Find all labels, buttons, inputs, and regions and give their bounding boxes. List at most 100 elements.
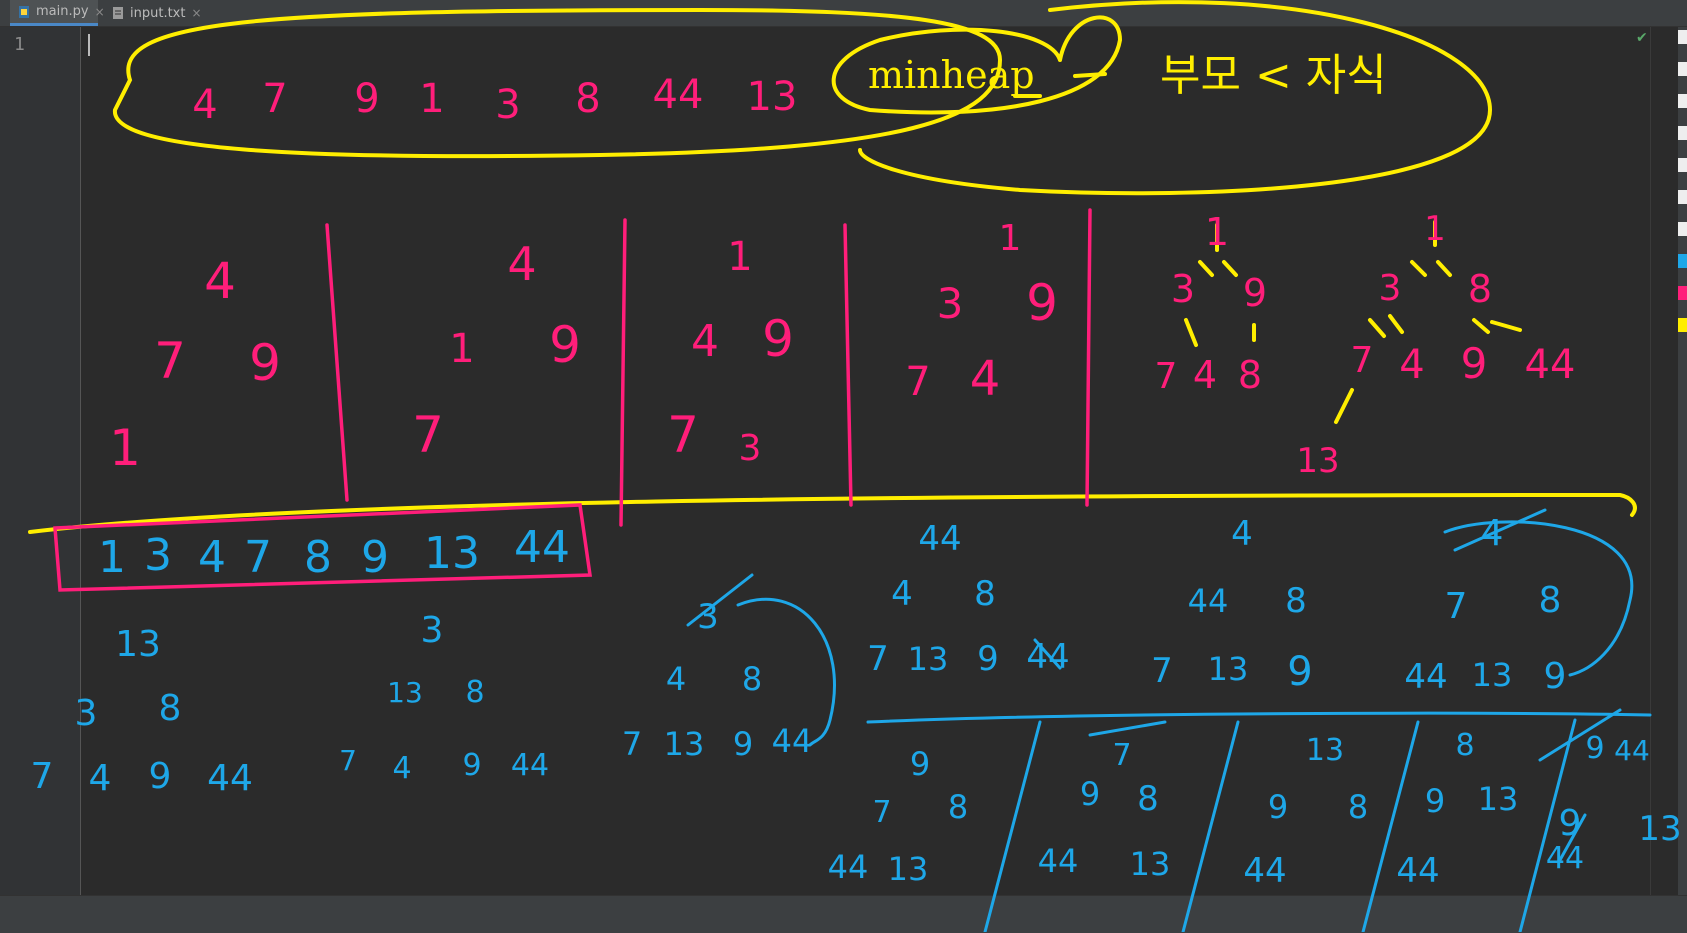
svg-text:13: 13: [908, 640, 949, 678]
svg-text:7: 7: [31, 756, 54, 797]
check-icon: ✔: [1636, 30, 1648, 46]
svg-text:8: 8: [1455, 728, 1474, 763]
undo-icon[interactable]: [1678, 126, 1687, 140]
svg-text:4: 4: [691, 316, 719, 367]
svg-text:9: 9: [249, 334, 281, 392]
svg-text:13: 13: [1638, 809, 1681, 849]
svg-text:44: 44: [1546, 841, 1584, 876]
pen-tool-icon[interactable]: [1678, 30, 1687, 44]
color-swatch-yellow[interactable]: [1678, 318, 1687, 332]
select-tool-icon[interactable]: [1678, 62, 1687, 76]
svg-text:7: 7: [262, 76, 287, 122]
svg-text:7: 7: [905, 359, 930, 405]
svg-text:8: 8: [948, 788, 968, 826]
svg-text:4: 4: [1481, 513, 1504, 554]
svg-text:9: 9: [762, 310, 794, 368]
svg-text:3: 3: [697, 597, 719, 637]
title-minheap: minheap: [868, 53, 1035, 97]
svg-text:44: 44: [1188, 582, 1229, 620]
svg-text:44: 44: [1525, 342, 1576, 388]
svg-text:9: 9: [1425, 782, 1445, 820]
text-caret: [88, 34, 90, 56]
svg-text:9: 9: [1559, 803, 1582, 844]
svg-text:9: 9: [1544, 656, 1567, 697]
close-icon[interactable]: ×: [94, 4, 105, 19]
svg-text:8: 8: [465, 675, 484, 710]
input-oval: [112, 7, 1003, 159]
svg-text:7: 7: [872, 795, 891, 830]
annotation-toolbar: [1678, 27, 1687, 895]
trash-icon[interactable]: [1678, 158, 1687, 172]
svg-text:9: 9: [462, 748, 481, 783]
svg-text:4: 4: [666, 660, 686, 698]
svg-text:7: 7: [1112, 738, 1131, 773]
svg-text:9: 9: [1585, 731, 1604, 766]
svg-text:13: 13: [1130, 845, 1171, 883]
svg-text:9: 9: [549, 316, 581, 374]
color-swatch-pink[interactable]: [1678, 286, 1687, 300]
tab-main-py[interactable]: main.py ×: [10, 0, 105, 26]
big-oval: [858, 0, 1493, 196]
svg-text:3: 3: [739, 428, 762, 469]
line-number: 1: [14, 34, 25, 55]
code-editor[interactable]: [0, 27, 1650, 895]
svg-text:4: 4: [1231, 514, 1253, 554]
tab-label: main.py: [36, 4, 89, 19]
svg-text:7: 7: [244, 532, 272, 583]
svg-text:13: 13: [424, 528, 480, 579]
svg-text:1: 1: [1205, 210, 1229, 254]
svg-text:3: 3: [144, 530, 172, 581]
svg-text:4: 4: [192, 82, 217, 128]
svg-text:9: 9: [354, 76, 379, 122]
svg-text:1: 1: [1424, 209, 1446, 249]
tab-input-txt[interactable]: input.txt ×: [104, 0, 210, 26]
svg-text:9: 9: [733, 725, 753, 763]
line-gutter: [0, 27, 81, 895]
sorted-row: 1 3 4 7 8 9 13 44: [98, 522, 570, 583]
svg-text:7: 7: [867, 639, 889, 679]
svg-text:7: 7: [1351, 340, 1374, 381]
tab-label: input.txt: [130, 5, 186, 21]
blue-text: 13 3 8 7 4 9 44 3 13 8 7 4 9 44 3 4 8 7 …: [31, 513, 1682, 891]
svg-text:44: 44: [1026, 637, 1069, 677]
editor-tab-bar: main.py × input.txt ×: [0, 0, 1687, 27]
eraser-tool-icon[interactable]: [1678, 94, 1687, 108]
pink-strokes: [53, 208, 1092, 592]
svg-text:9: 9: [1026, 274, 1058, 332]
svg-text:8: 8: [1137, 779, 1159, 819]
svg-text:44: 44: [918, 519, 961, 559]
svg-text:13: 13: [1478, 780, 1519, 818]
svg-text:13: 13: [888, 850, 929, 888]
svg-text:44: 44: [511, 748, 549, 783]
svg-text:7: 7: [1155, 356, 1178, 397]
svg-text:4: 4: [392, 751, 411, 786]
svg-text:9: 9: [1287, 649, 1312, 695]
svg-text:8: 8: [575, 76, 600, 122]
svg-text:8: 8: [974, 574, 996, 614]
svg-text:7: 7: [339, 744, 357, 777]
svg-text:44: 44: [1404, 657, 1447, 697]
svg-text:44: 44: [514, 522, 570, 573]
svg-text:4: 4: [198, 532, 226, 583]
svg-text:4: 4: [89, 758, 112, 799]
svg-text:8: 8: [742, 660, 762, 698]
svg-text:9: 9: [1243, 271, 1267, 315]
color-swatch-blue[interactable]: [1678, 254, 1687, 268]
svg-text:7: 7: [622, 725, 642, 763]
svg-text:7: 7: [1151, 651, 1173, 691]
close-icon[interactable]: ×: [191, 6, 202, 20]
blue-strokes: [686, 508, 1652, 932]
copy-icon[interactable]: [1678, 190, 1687, 204]
svg-text:3: 3: [1379, 268, 1402, 309]
svg-text:13: 13: [1306, 733, 1344, 768]
svg-text:9: 9: [1080, 775, 1100, 813]
page-icon[interactable]: [1678, 222, 1687, 236]
svg-text:1: 1: [727, 234, 752, 280]
svg-text:9: 9: [1461, 339, 1488, 388]
svg-text:9: 9: [361, 532, 389, 583]
svg-text:8: 8: [1285, 581, 1307, 621]
status-bar: [0, 895, 1687, 933]
svg-text:13: 13: [747, 74, 798, 120]
svg-text:3: 3: [1171, 267, 1195, 311]
minheap-oval: [831, 15, 1123, 115]
